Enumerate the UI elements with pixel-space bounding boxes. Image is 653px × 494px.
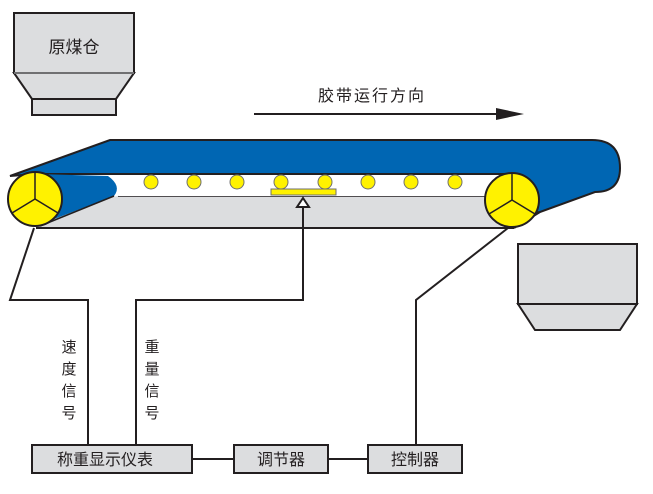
regulator-box: 调节器: [233, 444, 329, 474]
idler-roller: [143, 174, 159, 190]
idler-roller: [186, 174, 202, 190]
idler-rollers: [143, 174, 463, 190]
controller-label: 控制器: [391, 450, 439, 469]
idler-roller: [403, 174, 419, 190]
speed-signal-label: 速 度 信 号: [61, 338, 76, 422]
svg-text:重: 重: [144, 338, 159, 356]
receiving-hopper: [516, 243, 639, 331]
direction-label: 胶带运行方向: [318, 86, 426, 105]
svg-text:号: 号: [144, 404, 159, 422]
regulator-label: 调节器: [257, 450, 305, 469]
display-instrument-label: 称重显示仪表: [57, 450, 153, 469]
drive-pulley-right: [484, 172, 540, 228]
raw-coal-bin-label: 原煤仓: [49, 38, 100, 58]
weight-signal-label: 重 量 信 号: [144, 338, 159, 422]
svg-text:信: 信: [61, 382, 76, 400]
svg-text:量: 量: [144, 360, 159, 378]
svg-text:信: 信: [144, 382, 159, 400]
idler-roller: [273, 174, 289, 190]
display-instrument-box: 称重显示仪表: [31, 444, 193, 474]
idler-roller: [360, 174, 376, 190]
speed-signal-wire: [8, 227, 89, 444]
direction-arrowhead-icon: [496, 108, 524, 120]
controller-wire: [415, 227, 509, 444]
raw-coal-bin: 原煤仓: [12, 12, 136, 116]
weight-signal-wire: [135, 207, 304, 444]
svg-text:速: 速: [61, 338, 76, 356]
direction-indicator: 胶带运行方向: [254, 86, 524, 120]
svg-text:号: 号: [61, 404, 76, 422]
weigh-bridge: [270, 188, 337, 196]
controller-box: 控制器: [367, 444, 463, 474]
svg-text:度: 度: [61, 360, 76, 378]
idler-roller: [229, 174, 245, 190]
signal-wiring: [8, 207, 509, 460]
idler-roller: [447, 174, 463, 190]
idler-roller: [317, 174, 333, 190]
drive-pulley-left: [7, 171, 63, 227]
